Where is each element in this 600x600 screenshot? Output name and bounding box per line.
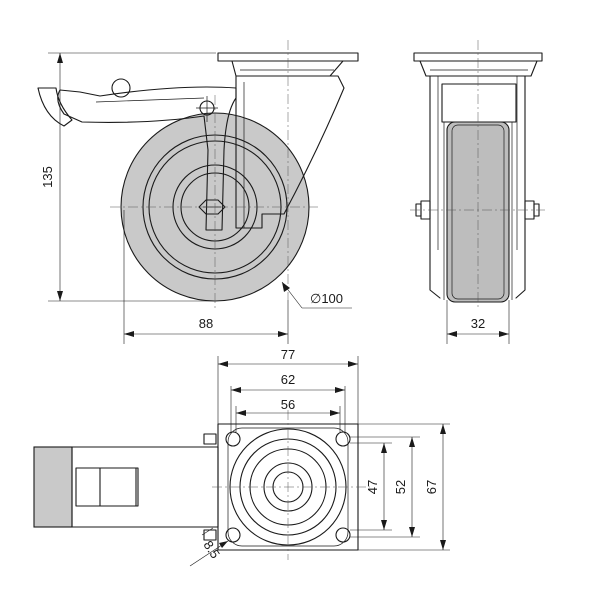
dim-bolt-hole: 8.5 bbox=[189, 527, 229, 567]
dim-plate-width: 77 bbox=[217, 347, 359, 424]
bolt-hole-bottom-left bbox=[225, 527, 241, 543]
dim-bolt-spacing-inner: 56 bbox=[235, 397, 341, 432]
dim-bolt-spacing-v-inner-label: 47 bbox=[365, 480, 380, 494]
front-swivel-housing bbox=[419, 60, 538, 77]
dim-bolt-spacing-outer-label: 62 bbox=[281, 372, 295, 387]
dim-wheel-width: 32 bbox=[446, 300, 510, 344]
dim-offset-label: 88 bbox=[199, 316, 213, 331]
side-fork bbox=[235, 75, 345, 229]
side-view bbox=[37, 40, 359, 310]
front-view bbox=[410, 40, 545, 310]
dim-plate-height-label: 67 bbox=[424, 480, 439, 494]
dim-plate-height: 67 bbox=[358, 423, 450, 551]
side-axle-nut bbox=[198, 199, 226, 215]
dim-height-label: 135 bbox=[40, 166, 55, 188]
dim-offset: 88 bbox=[123, 210, 289, 344]
side-brake-lever bbox=[57, 86, 237, 231]
dim-height: 135 bbox=[40, 52, 216, 302]
dim-bolt-spacing-v-outer-label: 52 bbox=[393, 480, 408, 494]
dim-wheel-width-label: 32 bbox=[471, 316, 485, 331]
dim-diameter-label: ∅100 bbox=[310, 291, 343, 306]
dim-bolt-hole-label: 8.5 bbox=[200, 538, 223, 561]
dim-plate-width-label: 77 bbox=[281, 347, 295, 362]
dim-bolt-spacing-inner-label: 56 bbox=[281, 397, 295, 412]
bolt-hole-bottom-right bbox=[335, 527, 351, 543]
bottom-brake-pedal bbox=[33, 446, 73, 528]
dim-bolt-spacing-outer: 62 bbox=[230, 372, 346, 432]
front-fork bbox=[429, 75, 526, 299]
dim-bolt-spacing-v-outer: 52 bbox=[350, 436, 420, 538]
side-swivel-housing bbox=[231, 60, 344, 77]
bottom-view bbox=[33, 410, 370, 560]
side-brake-pivot bbox=[111, 78, 131, 98]
bolt-hole-top-left bbox=[225, 431, 241, 447]
bolt-hole-top-right bbox=[335, 431, 351, 447]
dim-diameter: ∅100 bbox=[281, 281, 352, 309]
dim-bolt-spacing-v-inner: 47 bbox=[350, 442, 392, 531]
